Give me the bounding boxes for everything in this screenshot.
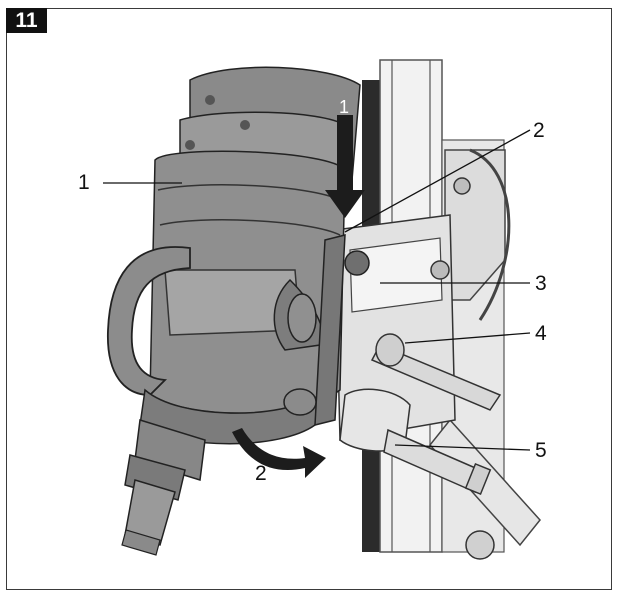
callout-1-arrow: 1 <box>339 97 350 117</box>
callout-4: 4 <box>535 322 547 345</box>
figure-number-badge: 11 <box>6 8 47 33</box>
down-arrow-icon <box>325 115 365 218</box>
figure-frame <box>6 8 612 590</box>
leader-lines <box>103 129 531 451</box>
drill-motor <box>107 66 370 556</box>
callout-3: 3 <box>535 272 547 295</box>
callout-2-top: 2 <box>533 119 545 142</box>
callout-5: 5 <box>535 439 547 462</box>
callout-2-rotate: 2 <box>255 462 267 485</box>
callout-1-motor: 1 <box>78 171 90 194</box>
rotate-arrow-icon <box>232 428 326 478</box>
